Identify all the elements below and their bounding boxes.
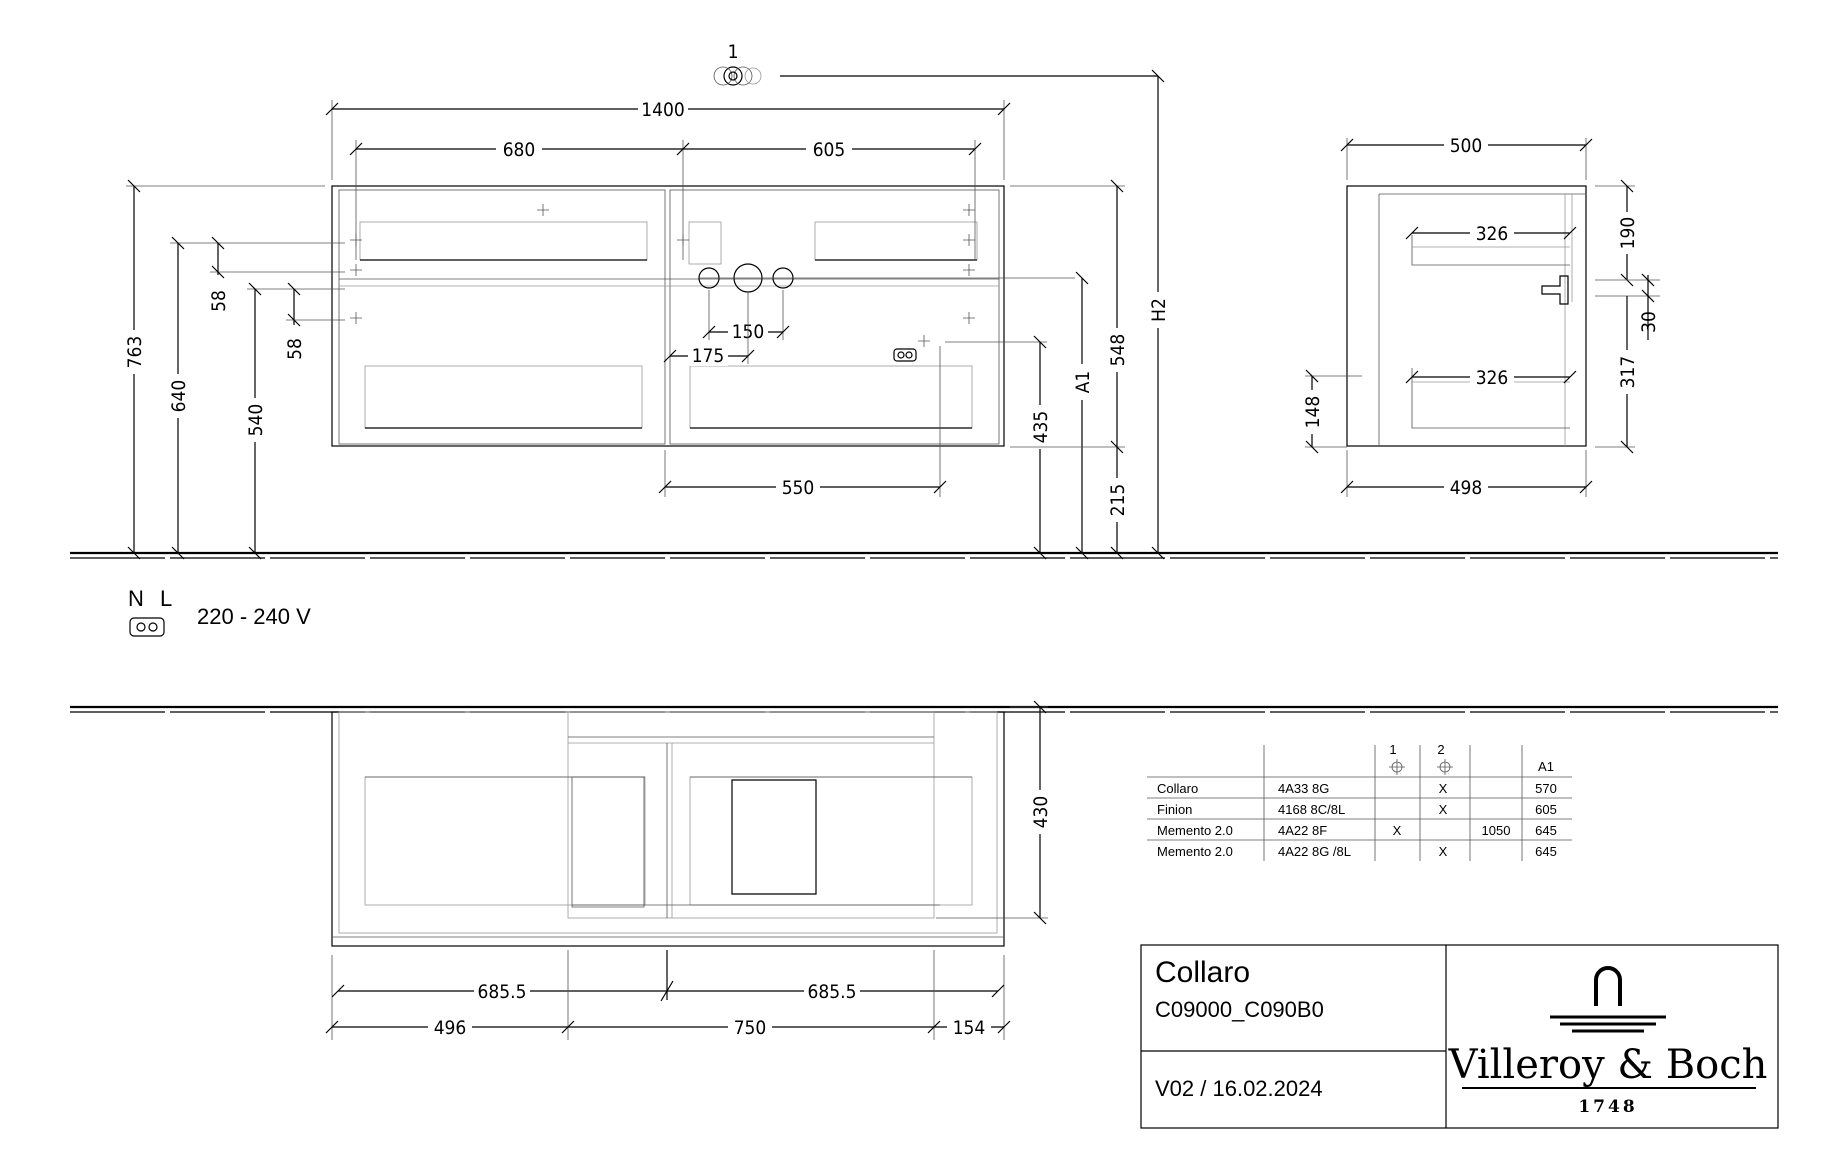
dim-depth-bottom: 498 <box>1450 477 1483 499</box>
table-row: Memento 2.0 4A22 8F X 1050 645 <box>1157 823 1557 838</box>
tap-holes <box>698 263 1075 293</box>
brand-name: Villeroy & Boch <box>1448 1042 1768 1088</box>
cell-series: Memento 2.0 <box>1157 844 1233 859</box>
dim-h2: H2 <box>1148 298 1170 322</box>
dim-floor-gap: 215 <box>1107 484 1129 517</box>
dim-height-640: 640 <box>168 380 190 413</box>
cell-x: X <box>1439 844 1448 859</box>
tap-hole-icon <box>1389 759 1405 775</box>
table-header: 1 2 A1 <box>1389 742 1554 775</box>
spec-table: 1 2 A1 Collaro 4A33 8G X 570 Finion 4168… <box>1147 742 1572 861</box>
table-row: Memento 2.0 4A22 8G /8L X 645 <box>1157 844 1557 859</box>
power-socket-icon <box>129 617 165 637</box>
brand-logo: Villeroy & Boch 1748 <box>1448 966 1768 1117</box>
front-view <box>331 185 1075 447</box>
tap-symbol-icon <box>713 66 762 86</box>
dim-depth-top: 500 <box>1450 135 1483 157</box>
cell-x: X <box>1393 823 1402 838</box>
cell-series: Collaro <box>1157 781 1198 796</box>
plan-view: 430 685.5 685.5 496 750 154 <box>70 700 1778 1040</box>
product-name: Collaro <box>1155 956 1250 989</box>
cell-a1: 570 <box>1535 781 1557 796</box>
dim-overall-width: 1400 <box>641 99 685 121</box>
dim-a1: A1 <box>1072 371 1094 394</box>
voltage-label: 220 - 240 V <box>197 604 311 629</box>
version-date: V02 / 16.02.2024 <box>1155 1076 1323 1101</box>
cell-series: Memento 2.0 <box>1157 823 1233 838</box>
mounting-marks <box>350 204 975 347</box>
dim-seg-right: 154 <box>953 1017 986 1039</box>
dim-lower-317: 317 <box>1617 356 1639 389</box>
cell-a1: 645 <box>1535 844 1557 859</box>
cell-code: 4168 8C/8L <box>1278 802 1345 817</box>
dim-top-190: 190 <box>1617 217 1639 250</box>
dim-socket-offset: 550 <box>782 477 815 499</box>
dim-height-540: 540 <box>245 404 267 437</box>
header-col-2: 2 <box>1437 742 1444 757</box>
front-view-dimensions: 1400 680 605 763 640 540 58 <box>122 69 1170 560</box>
dim-left-section: 680 <box>503 139 536 161</box>
dim-tap-offset: 175 <box>692 345 725 367</box>
dim-drawer-depth-upper: 326 <box>1476 223 1509 245</box>
table-row: Finion 4168 8C/8L X 605 <box>1157 802 1557 817</box>
header-col-1: 1 <box>1389 742 1396 757</box>
cell-a1: 645 <box>1535 823 1557 838</box>
dim-socket-height: 435 <box>1030 411 1052 444</box>
cell-a1: 605 <box>1535 802 1557 817</box>
dim-cabinet-height: 548 <box>1107 334 1129 367</box>
dim-gap-58-b: 58 <box>284 338 306 360</box>
dim-gap-30: 30 <box>1638 311 1660 333</box>
side-view: 500 326 326 498 190 30 317 <box>1300 134 1660 499</box>
live-label: L <box>160 586 172 611</box>
cell-code: 4A22 8F <box>1278 823 1327 838</box>
cell-code: 4A33 8G <box>1278 781 1329 796</box>
dim-height-total: 763 <box>124 336 146 369</box>
brand-year: 1748 <box>1578 1097 1637 1117</box>
floor-line <box>70 551 1778 559</box>
neutral-label: N <box>128 586 144 611</box>
table-row: Collaro 4A33 8G X 570 <box>1157 781 1557 796</box>
cell-x: X <box>1439 802 1448 817</box>
header-a1: A1 <box>1538 759 1554 774</box>
callout-number: 1 <box>728 41 739 63</box>
dim-seg-mid: 750 <box>734 1017 767 1039</box>
dim-half-left: 685.5 <box>478 981 527 1003</box>
callout-marker: 1 <box>713 41 1158 86</box>
dim-drawer-depth-lower: 326 <box>1476 367 1509 389</box>
dim-plan-depth: 430 <box>1030 796 1052 829</box>
title-block: Collaro C09000_C090B0 V02 / 16.02.2024 V… <box>1140 944 1779 1129</box>
dim-gap-58-a: 58 <box>208 290 230 312</box>
socket-icon <box>893 348 917 362</box>
dim-seg-left: 496 <box>434 1017 467 1039</box>
dim-right-section: 605 <box>813 139 846 161</box>
tap-hole-icon <box>1437 759 1453 775</box>
cell-code: 4A22 8G /8L <box>1278 844 1351 859</box>
cell-series: Finion <box>1157 802 1192 817</box>
electrical-legend: N L 220 - 240 V <box>128 586 311 637</box>
dim-half-right: 685.5 <box>808 981 857 1003</box>
fountain-icon <box>1550 966 1666 1033</box>
cell-x: X <box>1439 781 1448 796</box>
product-code: C09000_C090B0 <box>1155 997 1324 1022</box>
dim-bottom-148: 148 <box>1302 396 1324 429</box>
cell-extra: 1050 <box>1482 823 1511 838</box>
